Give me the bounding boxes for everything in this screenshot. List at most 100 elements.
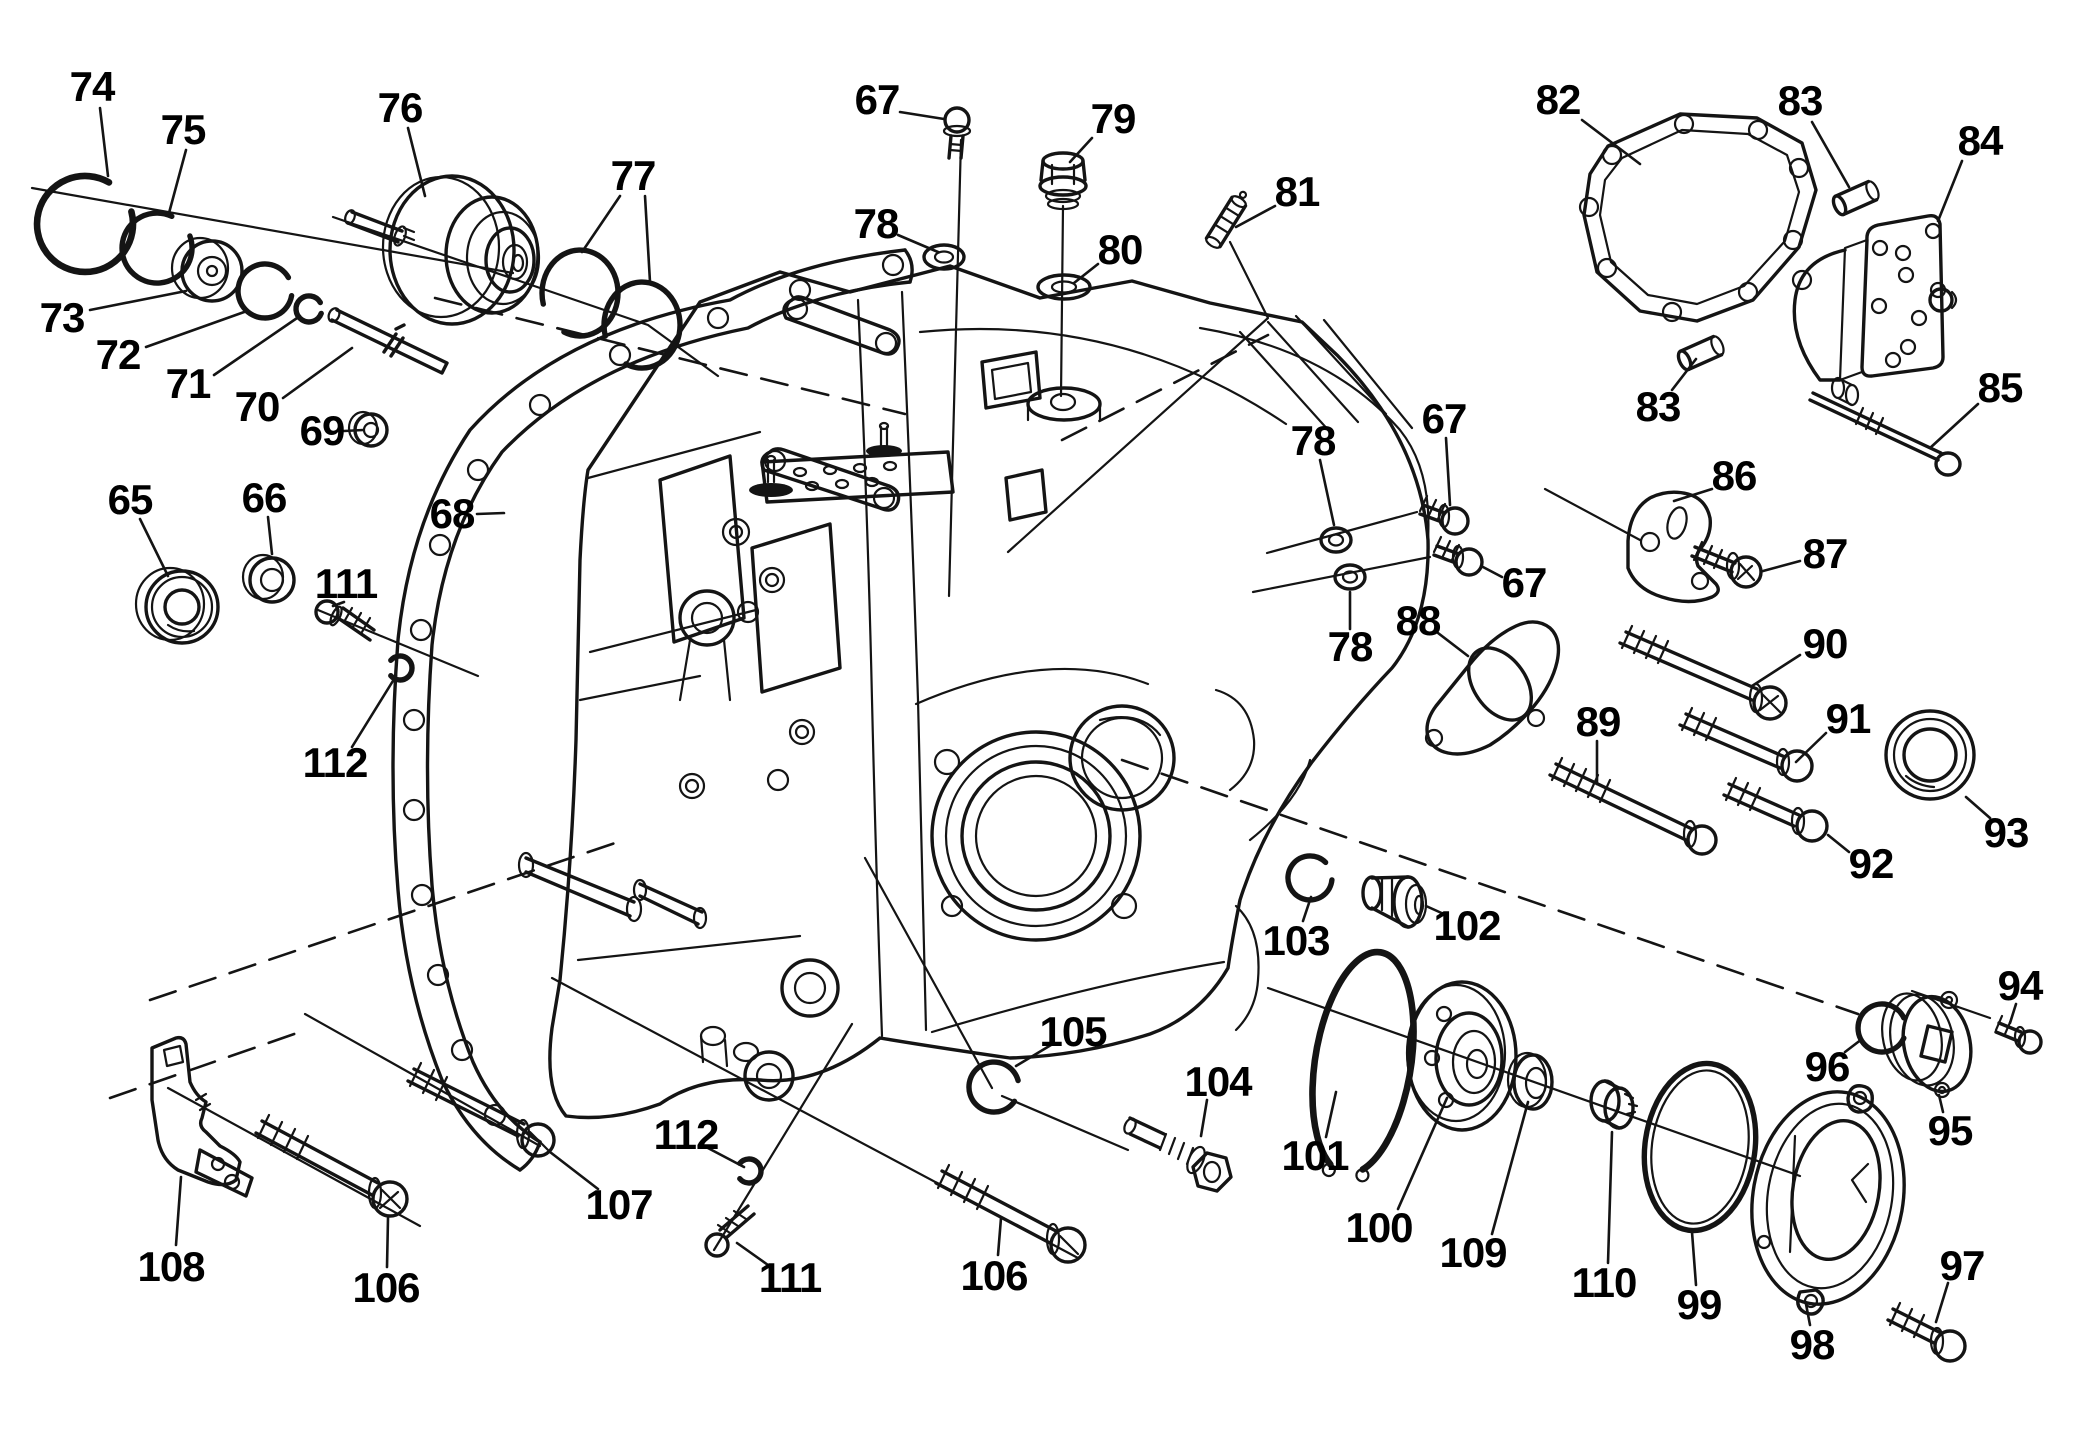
callout-93-34: 93 (1983, 809, 2030, 856)
retaining-clip-71 (293, 293, 324, 325)
callout-75-1: 75 (160, 106, 207, 153)
callout-98-48: 98 (1789, 1321, 1836, 1368)
o-ring-99 (1641, 1060, 1759, 1234)
switch-104 (1123, 1116, 1233, 1193)
callout-99-47: 99 (1676, 1281, 1723, 1328)
callout-101-40: 101 (1281, 1132, 1349, 1179)
leader-line-108 (174, 1175, 183, 1247)
leader-line-109 (1490, 1100, 1530, 1236)
leader-line-85 (1928, 402, 1980, 450)
bolt-111-left (314, 599, 376, 642)
leader-line-77 (580, 194, 622, 254)
seal-washer-80 (1036, 273, 1092, 301)
callout-112-28: 112 (302, 739, 369, 786)
callout-111-22: 111 (314, 560, 378, 607)
leader-line-102 (1424, 904, 1448, 917)
bolt-97 (1886, 1301, 1967, 1363)
callout-67-27: 67 (1501, 559, 1548, 606)
callout-95-43: 95 (1927, 1107, 1974, 1154)
o-ring-72 (235, 261, 295, 321)
callout-104-39: 104 (1184, 1058, 1252, 1105)
callout-78-29: 78 (1327, 623, 1374, 670)
snap-ring-103 (1285, 853, 1335, 903)
leader-line-67 (898, 110, 946, 121)
washer-78-mid-upper (1319, 526, 1353, 554)
callout-85-18: 85 (1977, 364, 2024, 411)
c-ring-96 (1855, 1001, 1907, 1055)
leader-line-110 (1606, 1130, 1614, 1265)
leader-line-104 (1199, 1098, 1209, 1138)
leader-line-111 (331, 600, 346, 608)
bracket-88 (1424, 620, 1561, 756)
callout-80-7: 80 (1097, 226, 1144, 273)
callout-71-14: 71 (165, 360, 212, 407)
leader-line-93 (1964, 795, 1992, 820)
leader-line-98 (1804, 1302, 1812, 1327)
callout-82-9: 82 (1535, 76, 1582, 123)
callout-110-46: 110 (1571, 1259, 1638, 1306)
leader-line-72 (144, 309, 249, 349)
bolt-94 (1994, 1014, 2043, 1055)
vent-81 (1204, 190, 1248, 249)
callout-70-15: 70 (234, 383, 281, 430)
leader-line-112 (704, 1145, 746, 1169)
callout-111-53: 111 (758, 1254, 822, 1301)
bearing-100 (1405, 980, 1518, 1132)
bolt-67-mid-upper (1418, 494, 1470, 536)
bolt-67-mid-lower (1432, 535, 1484, 577)
bearing-73 (170, 236, 244, 303)
leader-line-99 (1690, 1230, 1698, 1287)
leader-line-67 (1444, 436, 1452, 507)
callout-107-52: 107 (585, 1181, 653, 1228)
leader-line-80 (1072, 262, 1100, 285)
leader-line-91 (1794, 731, 1828, 764)
leader-line-76 (406, 126, 427, 198)
clip-112-left (388, 653, 415, 683)
leader-line-70 (281, 346, 354, 400)
leader-line-77 (643, 194, 652, 284)
lever-bracket-108 (150, 1035, 254, 1198)
callout-106-54: 106 (352, 1264, 420, 1311)
bolt-90 (1618, 624, 1788, 721)
callout-69-16: 69 (299, 407, 346, 454)
callout-81-8: 81 (1274, 168, 1321, 215)
leader-lines (88, 106, 2018, 1327)
cover-gasket-82 (1578, 112, 1818, 323)
bushing-66 (241, 553, 296, 604)
leader-line-82 (1580, 118, 1642, 166)
leader-line-65 (138, 517, 170, 578)
callout-77-3: 77 (610, 152, 657, 199)
leader-line-81 (1234, 204, 1277, 229)
leader-line-106 (996, 1216, 1003, 1257)
plug-69 (347, 410, 389, 448)
leader-line-101 (1324, 1090, 1338, 1139)
callout-102-37: 102 (1433, 902, 1501, 949)
cap-95 (1881, 990, 1973, 1099)
leader-line-111 (735, 1241, 770, 1267)
callout-96-41: 96 (1804, 1043, 1851, 1090)
callout-78-6: 78 (853, 200, 900, 247)
snap-ring-75 (119, 210, 195, 286)
bolt-107 (406, 1061, 556, 1158)
leader-line-69 (342, 428, 365, 433)
callout-86-25: 86 (1711, 452, 1758, 499)
callout-90-31: 90 (1802, 620, 1849, 667)
clutch-assembly-76 (344, 174, 541, 326)
callout-73-12: 73 (39, 294, 86, 341)
callout-67-4: 67 (854, 76, 901, 123)
nut-110 (1589, 1079, 1639, 1130)
callout-68-21: 68 (429, 490, 476, 537)
leader-line-100 (1396, 1096, 1449, 1211)
snap-ring-74 (33, 172, 137, 276)
axis-lines (30, 138, 1992, 1260)
bolt-67-top (942, 106, 972, 160)
leader-line-87 (1761, 559, 1802, 573)
callout-89-32: 89 (1575, 698, 1622, 745)
callout-97-49: 97 (1939, 1242, 1986, 1289)
leader-line-112 (350, 674, 398, 749)
leader-line-107 (548, 1150, 600, 1191)
washer-78-mid-lower (1333, 563, 1367, 591)
leader-line-67 (1481, 565, 1504, 579)
callout-100-44: 100 (1345, 1204, 1413, 1251)
